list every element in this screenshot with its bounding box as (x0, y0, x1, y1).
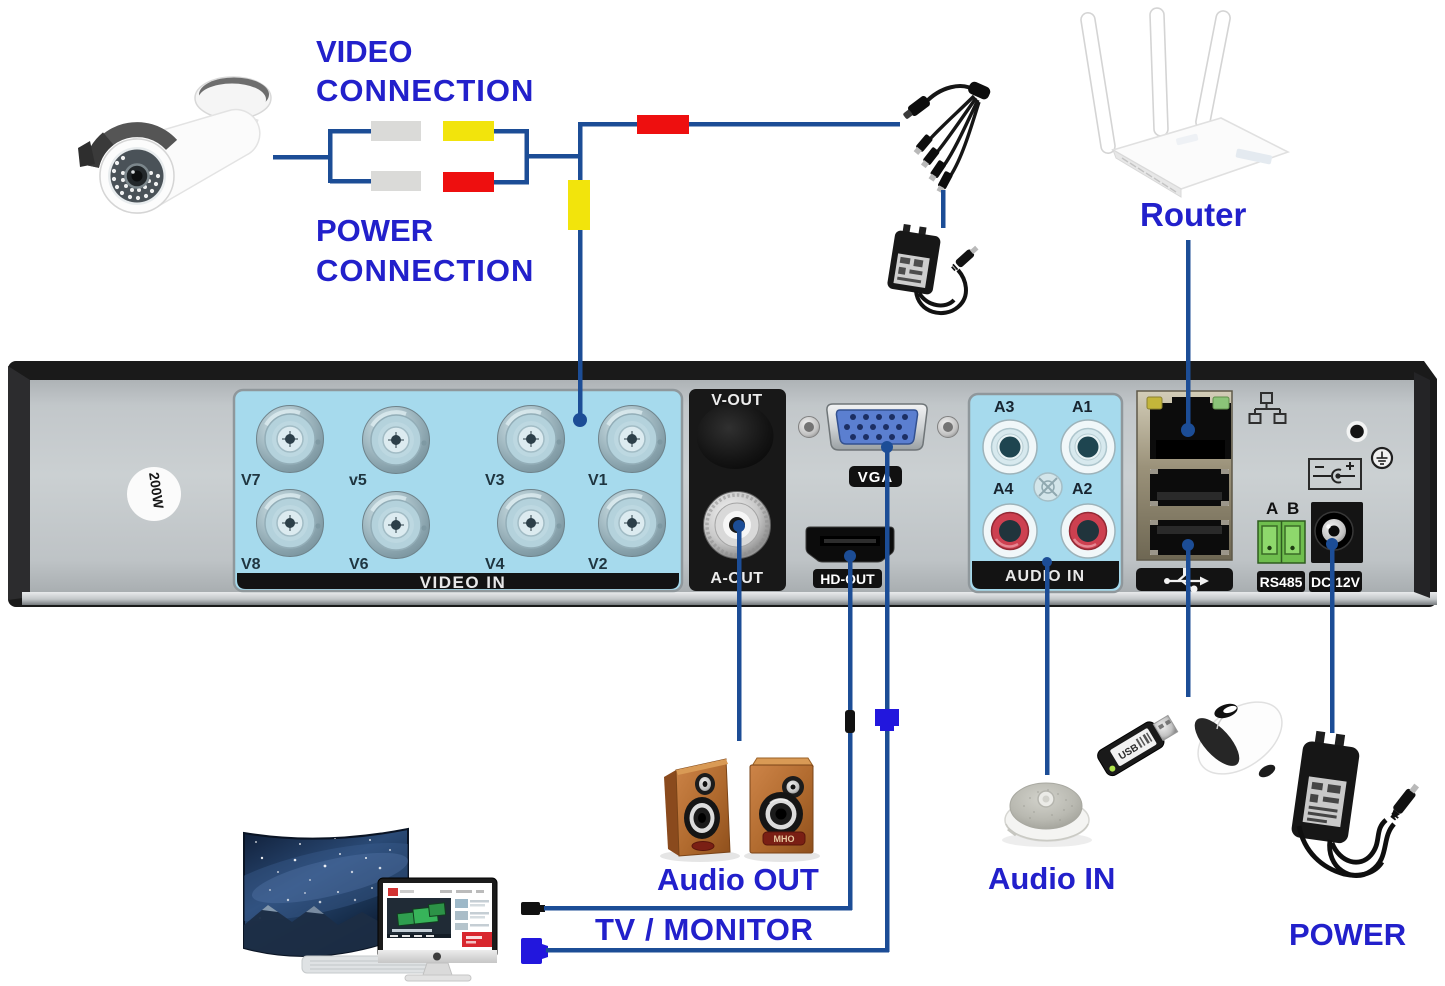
svg-text:VIDEO: VIDEO (316, 34, 412, 69)
svg-text:200W: 200W (146, 471, 167, 510)
svg-text:A: A (1266, 499, 1278, 518)
svg-text:RS485: RS485 (1260, 574, 1303, 590)
svg-text:AUDIO IN: AUDIO IN (1005, 568, 1085, 585)
svg-text:Audio IN: Audio IN (988, 861, 1115, 896)
svg-text:MHO: MHO (774, 834, 795, 844)
svg-text:V1: V1 (588, 472, 608, 489)
svg-text:V3: V3 (485, 472, 505, 489)
svg-text:POWER: POWER (1289, 917, 1406, 952)
svg-text:CONNECTION: CONNECTION (316, 253, 534, 288)
svg-text:A3: A3 (994, 399, 1015, 416)
svg-text:B: B (1287, 499, 1299, 518)
svg-text:Router: Router (1140, 196, 1246, 233)
svg-text:V2: V2 (588, 556, 608, 573)
svg-text:A2: A2 (1072, 481, 1093, 498)
svg-text:A-OUT: A-OUT (710, 570, 763, 587)
svg-text:VGA: VGA (858, 469, 894, 486)
svg-text:A1: A1 (1072, 399, 1093, 416)
svg-text:Audio OUT: Audio OUT (657, 862, 819, 897)
svg-text:V8: V8 (241, 556, 261, 573)
svg-text:V-OUT: V-OUT (711, 392, 762, 409)
svg-text:V6: V6 (349, 556, 369, 573)
svg-text:HD-OUT: HD-OUT (820, 571, 875, 587)
svg-text:VIDEO IN: VIDEO IN (420, 573, 507, 592)
svg-text:A4: A4 (993, 481, 1014, 498)
svg-text:V4: V4 (485, 556, 505, 573)
svg-text:TV / MONITOR: TV / MONITOR (595, 912, 813, 947)
svg-text:POWER: POWER (316, 213, 433, 248)
svg-text:CONNECTION: CONNECTION (316, 73, 534, 108)
svg-text:v5: v5 (349, 472, 367, 489)
svg-text:DC 12V: DC 12V (1311, 574, 1361, 590)
svg-text:V7: V7 (241, 472, 261, 489)
